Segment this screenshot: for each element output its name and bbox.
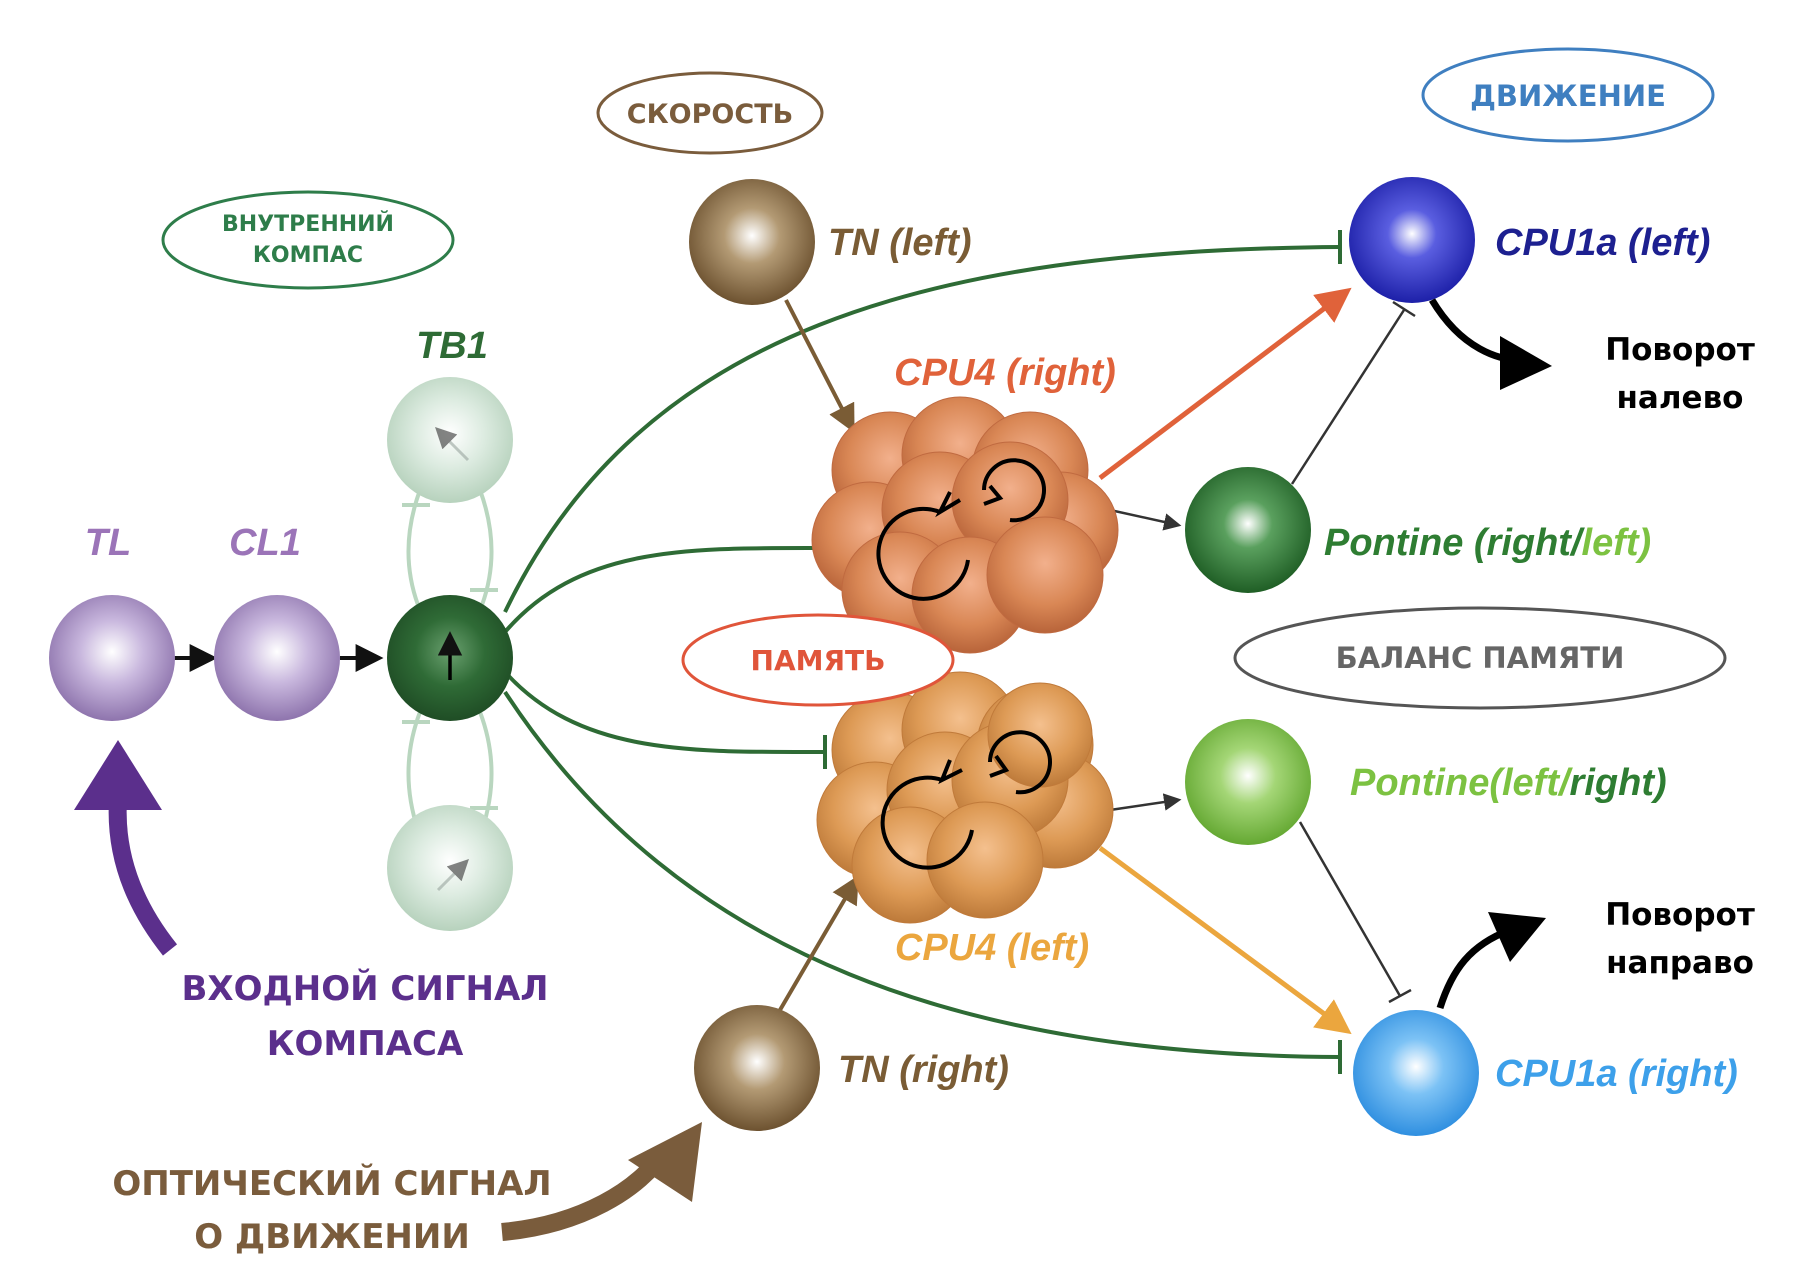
tb1-upper-neuron: [387, 377, 513, 503]
memory-oval: ПАМЯТЬ: [681, 613, 955, 707]
optic-input-arrow: [501, 1122, 702, 1241]
tn-left-label: TN (left): [828, 222, 972, 264]
cl1-neuron: [214, 595, 340, 721]
pontine-inhibition: [1290, 300, 1416, 1004]
pontine-top-label: Pontine (right/left): [1324, 522, 1651, 564]
cpu4-left-recurrence-icon: [880, 730, 1052, 870]
turn-left-caption-2: налево: [1617, 380, 1744, 416]
pontine-top-label-b: left): [1582, 522, 1652, 564]
turn-left-caption-1: Поворот: [1605, 332, 1755, 368]
speed-oval: СКОРОСТЬ: [596, 71, 824, 155]
cpu4-right-label: CPU4 (right): [894, 352, 1116, 394]
turn-right-arrow: [1436, 912, 1546, 1010]
tn-right-neuron: [694, 1005, 820, 1131]
compass-oval: ВНУТРЕННИЙ КОМПАС: [161, 190, 455, 290]
compass-oval-line2: КОМПАС: [253, 243, 363, 268]
tb1-lower-neuron: [387, 805, 513, 931]
compass-input-caption-2: КОМПАСА: [267, 1024, 464, 1064]
movement-oval: ДВИЖЕНИЕ: [1421, 47, 1715, 143]
cpu4-right-cluster: [811, 396, 1119, 654]
cpu1a-right-label: CPU1a (right): [1495, 1053, 1738, 1095]
pontine-bottom-label-a: Pontine(left/: [1350, 762, 1573, 804]
tb1-label: TB1: [416, 325, 488, 367]
tl-label: TL: [85, 522, 131, 564]
speed-oval-label: СКОРОСТЬ: [627, 99, 793, 130]
cpu1a-left-neuron: [1349, 177, 1475, 303]
pontine-bottom-neuron: [1185, 719, 1311, 845]
movement-oval-label: ДВИЖЕНИЕ: [1470, 79, 1666, 113]
cl1-label: CL1: [229, 522, 301, 564]
tb1-neuron: [387, 595, 513, 721]
turn-right-caption-2: направо: [1606, 945, 1754, 981]
compass-input-caption-1: ВХОДНОЙ СИГНАЛ: [181, 968, 548, 1009]
tn-left-neuron: [689, 179, 815, 305]
cpu4-right-recurrence-icon: [876, 458, 1046, 601]
optic-input-caption-1: ОПТИЧЕСКИЙ СИГНАЛ: [112, 1163, 551, 1204]
turn-left-arrow: [1428, 298, 1552, 390]
tn-to-cpu4-arrows: [778, 299, 859, 1012]
memory-oval-label: ПАМЯТЬ: [751, 644, 886, 677]
turn-right-caption-1: Поворот: [1605, 897, 1755, 933]
tl-neuron: [49, 595, 175, 721]
pontine-top-neuron: [1185, 467, 1311, 593]
optic-input-caption-2: О ДВИЖЕНИИ: [194, 1217, 470, 1257]
cpu4-left-label: CPU4 (left): [895, 927, 1089, 969]
compass-oval-line1: ВНУТРЕННИЙ: [222, 211, 394, 237]
memory-balance-oval-label: БАЛАНС ПАМЯТИ: [1336, 641, 1625, 675]
pontine-top-label-a: Pontine (right/: [1324, 522, 1585, 564]
cpu1a-right-neuron: [1353, 1010, 1479, 1136]
cpu1a-left-label: CPU1a (left): [1495, 222, 1710, 264]
cpu4-outputs: [1098, 287, 1352, 1035]
memory-balance-oval: БАЛАНС ПАМЯТИ: [1233, 606, 1727, 710]
pontine-bottom-label: Pontine(left/right): [1350, 762, 1667, 804]
cpu4-left-cluster: [816, 671, 1114, 924]
tn-right-label: TN (right): [838, 1049, 1009, 1091]
compass-input-arrow: [74, 740, 178, 956]
pontine-bottom-label-b: right): [1570, 762, 1667, 804]
